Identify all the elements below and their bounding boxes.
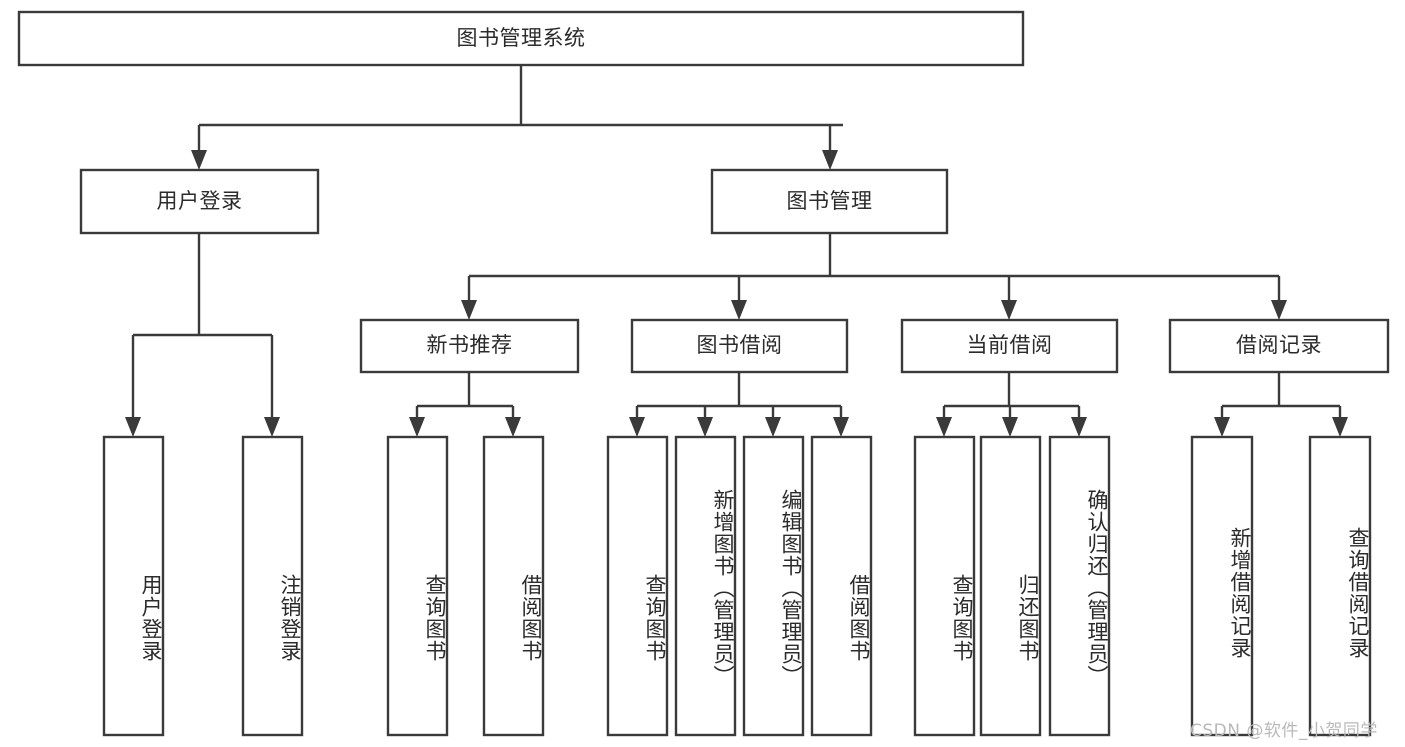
node-box-leaf-confirm-return[interactable]	[1048, 435, 1111, 737]
node-box-leaf-query-book-2[interactable]	[606, 435, 669, 737]
arrow-head-leaf-query-book-3	[936, 417, 952, 437]
node-box-leaf-query-book-1[interactable]	[386, 435, 449, 737]
node-box-leaf-query-record[interactable]	[1308, 435, 1372, 737]
node-box-leaf-logout[interactable]	[241, 435, 304, 737]
connector-group-book-manage	[461, 233, 1287, 320]
connector-group-borrow-record	[1214, 372, 1348, 437]
watermark-text: CSDN @软件_小贺同学	[1190, 721, 1378, 741]
node-box-leaf-query-book-3[interactable]	[913, 435, 976, 737]
connector-group-current-borrow	[936, 372, 1087, 437]
node-box-leaf-borrow-book-1[interactable]	[482, 435, 545, 737]
arrow-head-leaf-add-record	[1214, 417, 1230, 437]
arrow-head-leaf-borrow-book-1	[505, 417, 521, 437]
node-box-book-manage[interactable]	[710, 168, 949, 235]
node-box-leaf-user-login[interactable]	[102, 435, 165, 737]
node-box-new-book-rec[interactable]	[359, 318, 580, 374]
connector-group-root	[191, 65, 843, 170]
arrow-head-book-borrow	[731, 300, 747, 320]
node-box-leaf-return-book[interactable]	[979, 435, 1042, 737]
arrow-head-leaf-add-book	[697, 417, 713, 437]
arrow-head-user-login	[191, 150, 207, 170]
arrow-head-leaf-logout	[264, 417, 280, 437]
arrow-head-book-manage	[822, 150, 838, 170]
arrow-head-new-book-rec	[461, 300, 477, 320]
arrow-head-leaf-return-book	[1002, 417, 1018, 437]
node-box-current-borrow[interactable]	[900, 318, 1119, 374]
arrow-head-leaf-query-book-2	[629, 417, 645, 437]
connector-group-new-book-rec	[409, 372, 521, 437]
arrow-head-leaf-query-book-1	[409, 417, 425, 437]
connector-group-book-borrow	[629, 372, 849, 437]
node-box-leaf-edit-book[interactable]	[742, 435, 805, 737]
arrow-head-current-borrow	[1001, 300, 1017, 320]
node-box-leaf-add-book[interactable]	[674, 435, 737, 737]
arrow-head-leaf-borrow-book-2	[833, 417, 849, 437]
arrow-head-leaf-query-record	[1332, 417, 1348, 437]
arrow-head-leaf-edit-book	[765, 417, 781, 437]
node-box-user-login[interactable]	[79, 168, 320, 235]
node-box-leaf-borrow-book-2[interactable]	[810, 435, 873, 737]
node-box-leaf-add-record[interactable]	[1190, 435, 1254, 737]
node-box-book-borrow[interactable]	[630, 318, 849, 374]
node-box-borrow-record[interactable]	[1168, 318, 1390, 374]
arrow-head-borrow-record	[1271, 300, 1287, 320]
arrow-head-leaf-user-login	[125, 417, 141, 437]
node-box-root[interactable]	[17, 10, 1025, 67]
arrow-head-leaf-confirm-return	[1071, 417, 1087, 437]
connector-group-user-login	[125, 233, 280, 437]
